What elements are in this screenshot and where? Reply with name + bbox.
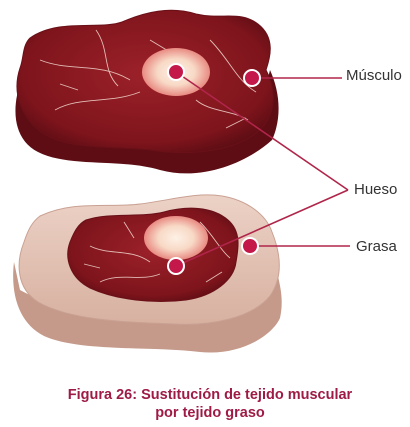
- caption-line-2: por tejido graso: [155, 405, 265, 421]
- remaining-muscle: [67, 207, 239, 302]
- muscle-fibers-bottom: [83, 221, 231, 283]
- caption-line-1: Figura 26: Sustitución de tejido muscula…: [67, 387, 353, 403]
- leader-line-bone-top: [175, 71, 349, 191]
- markers: [167, 63, 261, 275]
- label-fat: Grasa: [356, 238, 397, 255]
- fat-steak-side: [13, 262, 282, 353]
- fat-steak: [13, 194, 282, 353]
- muscle-steak: [15, 9, 279, 174]
- figure-caption: Figura 26: Sustitución de tejido muscula…: [20, 386, 400, 422]
- marker-muscle: [243, 69, 261, 87]
- label-muscle: Músculo: [346, 67, 402, 84]
- bone-bottom: [144, 216, 208, 260]
- leader-line-bone-bottom: [175, 189, 349, 267]
- marker-bone-top: [167, 63, 185, 81]
- label-bone: Hueso: [354, 181, 398, 198]
- marker-bone-bottom: [167, 257, 185, 275]
- marker-fat: [241, 237, 259, 255]
- leader-lines: [175, 71, 350, 267]
